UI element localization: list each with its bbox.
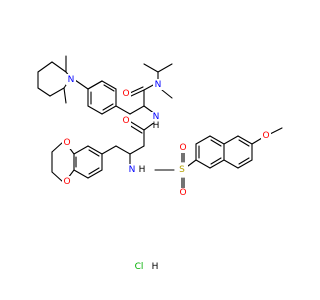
bond	[87, 105, 103, 115]
bond	[51, 61, 67, 73]
bond	[129, 86, 144, 94]
bond	[130, 121, 145, 131]
bond	[37, 61, 53, 73]
atom-label-oxygen: O	[122, 116, 129, 126]
atom-label-oxygen: O	[179, 188, 186, 198]
bond	[143, 63, 159, 73]
bond	[101, 145, 117, 155]
atom-label-oxygen: O	[122, 89, 129, 99]
bond	[237, 135, 253, 145]
atom-label-oxygen: O	[262, 131, 269, 141]
bond	[51, 171, 64, 183]
atom-label-nitrogen: N	[155, 80, 162, 90]
bond	[143, 121, 156, 131]
bond	[88, 167, 100, 175]
atom-label-nitrogen: N	[68, 75, 75, 85]
bond	[223, 135, 239, 145]
atom-label-hydrogen: H	[153, 121, 160, 131]
atom-label-nitrogen: N	[129, 165, 136, 175]
bond	[87, 169, 103, 179]
bond	[49, 87, 65, 97]
bond	[209, 135, 225, 145]
salt-label: Cl H	[135, 262, 159, 272]
bond	[238, 157, 250, 165]
chemical-structure-diagram: N O N N H O O O N H S O O O Cl H	[37, 55, 283, 272]
atom-label-hydrogen: H	[139, 165, 146, 175]
bond	[103, 84, 115, 92]
bond	[74, 79, 89, 90]
bond	[115, 145, 131, 155]
atom-labels: N O N N H O O O N H S O O O	[62, 74, 271, 199]
bond	[130, 89, 145, 97]
bond	[129, 105, 145, 115]
bond	[210, 157, 222, 165]
atom-label-nitrogen: N	[153, 112, 160, 122]
bond	[102, 103, 114, 111]
bond	[101, 80, 117, 90]
bond	[37, 87, 51, 97]
bond	[51, 141, 64, 153]
bond	[238, 139, 250, 147]
bond	[88, 149, 100, 157]
bond	[129, 145, 145, 155]
bond	[210, 139, 222, 147]
bond	[87, 80, 103, 90]
bond	[269, 127, 283, 135]
bonds	[37, 55, 283, 191]
bond	[161, 89, 173, 99]
hydrogen-salt-label: H	[152, 262, 159, 272]
atom-label-oxygen: O	[179, 143, 186, 153]
bond	[209, 159, 225, 169]
bond	[223, 159, 239, 169]
bond	[157, 63, 173, 73]
bond	[187, 159, 197, 167]
bond	[101, 105, 117, 115]
bond	[63, 87, 67, 104]
chloride-label: Cl	[135, 262, 144, 272]
atom-label-oxygen: O	[63, 177, 70, 187]
bond	[128, 124, 143, 134]
bond	[73, 169, 89, 179]
bond	[115, 105, 131, 115]
bond	[195, 159, 211, 169]
bond	[73, 145, 89, 155]
bond	[195, 135, 211, 145]
bond	[237, 159, 253, 169]
atom-label-oxygen: O	[63, 138, 70, 148]
bond	[251, 137, 263, 145]
bond	[87, 145, 103, 155]
atom-label-sulfur: S	[179, 165, 185, 175]
